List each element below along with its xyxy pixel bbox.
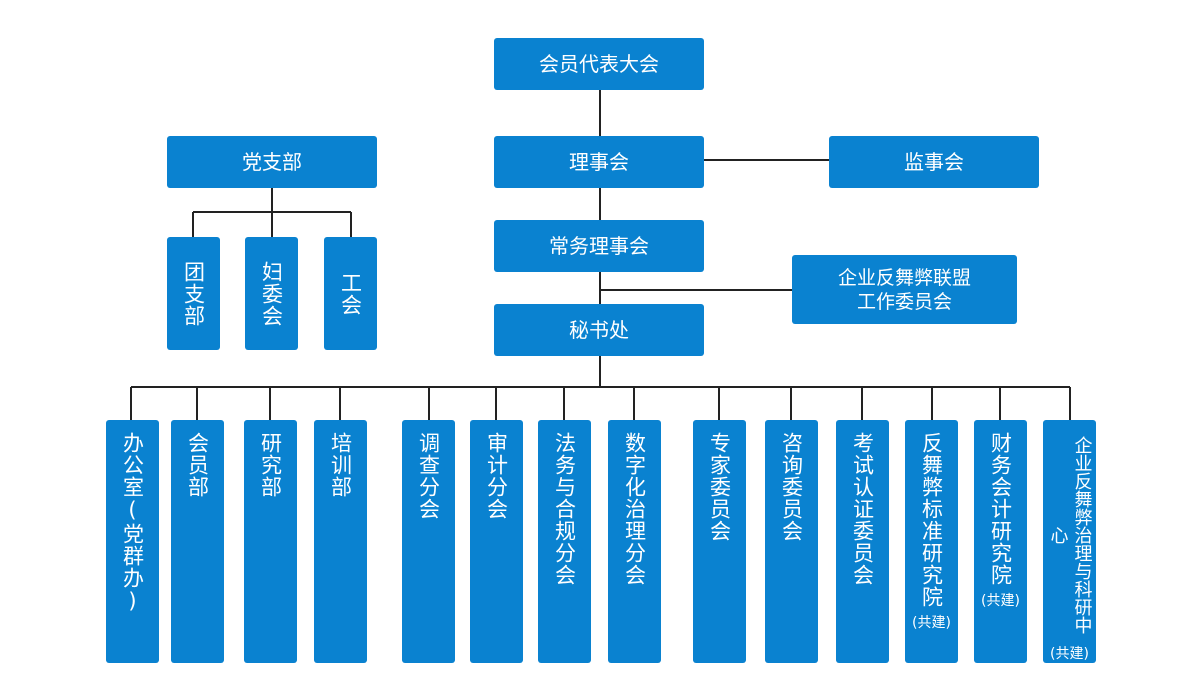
- box-party-branch-label: 党支部: [242, 150, 302, 174]
- dept-anti-fraud-standards-institute-note: (共建): [912, 615, 951, 631]
- dept-certification-committee: 考试认证委员会: [836, 420, 889, 663]
- dept-training-label: 培训部: [328, 432, 353, 498]
- dept-audit-branch: 审计分会: [470, 420, 523, 663]
- dept-expert-committee: 专家委员会: [693, 420, 746, 663]
- dept-research: 研究部: [244, 420, 297, 663]
- dept-research-label: 研究部: [258, 432, 283, 498]
- dept-membership-label: 会员部: [185, 432, 210, 498]
- dept-governance-research-center: 企业反舞弊治理与科研中心 (共建): [1043, 420, 1096, 663]
- dept-digital-governance-branch-label: 数字化治理分会: [622, 432, 647, 586]
- box-secretariat-label: 秘书处: [569, 318, 629, 342]
- box-anti-fraud-alliance-line1: 企业反舞弊联盟: [837, 266, 971, 289]
- box-council-label: 理事会: [569, 150, 629, 174]
- dept-financial-accounting-institute-label: 财务会计研究院: [988, 432, 1013, 586]
- dept-office: 办公室(党群办): [106, 420, 159, 663]
- box-womens-committee: 妇委会: [245, 237, 298, 350]
- dept-office-label: 办公室(党群办): [120, 432, 145, 614]
- dept-membership: 会员部: [171, 420, 224, 663]
- box-supervisory-board: 监事会: [829, 136, 1039, 188]
- box-member-assembly-label: 会员代表大会: [539, 52, 659, 76]
- box-council: 理事会: [494, 136, 704, 188]
- dept-digital-governance-branch: 数字化治理分会: [608, 420, 661, 663]
- box-party-branch: 党支部: [167, 136, 377, 188]
- box-womens-committee-label: 妇委会: [259, 260, 284, 327]
- dept-audit-branch-label: 审计分会: [484, 432, 509, 520]
- dept-expert-committee-label: 专家委员会: [707, 432, 732, 542]
- box-standing-council-label: 常务理事会: [549, 234, 649, 258]
- box-anti-fraud-alliance: 企业反舞弊联盟 工作委员会: [792, 255, 1017, 324]
- box-labor-union-label: 工会: [338, 271, 363, 316]
- box-labor-union: 工会: [324, 237, 377, 350]
- box-youth-league-branch-label: 团支部: [181, 260, 206, 327]
- box-supervisory-board-label: 监事会: [904, 150, 964, 174]
- dept-training: 培训部: [314, 420, 367, 663]
- box-secretariat: 秘书处: [494, 304, 704, 356]
- box-anti-fraud-alliance-line2: 工作委员会: [856, 290, 952, 313]
- dept-financial-accounting-institute: 财务会计研究院 (共建): [974, 420, 1027, 663]
- dept-governance-research-center-note: (共建): [1050, 646, 1089, 662]
- dept-certification-committee-label: 考试认证委员会: [850, 432, 875, 586]
- box-standing-council: 常务理事会: [494, 220, 704, 272]
- dept-investigation-branch-label: 调查分会: [416, 432, 441, 520]
- box-member-assembly: 会员代表大会: [494, 38, 704, 90]
- box-youth-league-branch: 团支部: [167, 237, 220, 350]
- dept-financial-accounting-institute-note: (共建): [981, 593, 1020, 609]
- dept-anti-fraud-standards-institute: 反舞弊标准研究院 (共建): [905, 420, 958, 663]
- dept-advisory-committee-label: 咨询委员会: [779, 432, 804, 542]
- dept-governance-research-center-label: 企业反舞弊治理与科研中心: [1047, 435, 1093, 634]
- dept-advisory-committee: 咨询委员会: [765, 420, 818, 663]
- dept-legal-compliance-branch-label: 法务与合规分会: [552, 432, 577, 586]
- dept-investigation-branch: 调查分会: [402, 420, 455, 663]
- dept-legal-compliance-branch: 法务与合规分会: [538, 420, 591, 663]
- dept-anti-fraud-standards-institute-label: 反舞弊标准研究院: [919, 432, 944, 608]
